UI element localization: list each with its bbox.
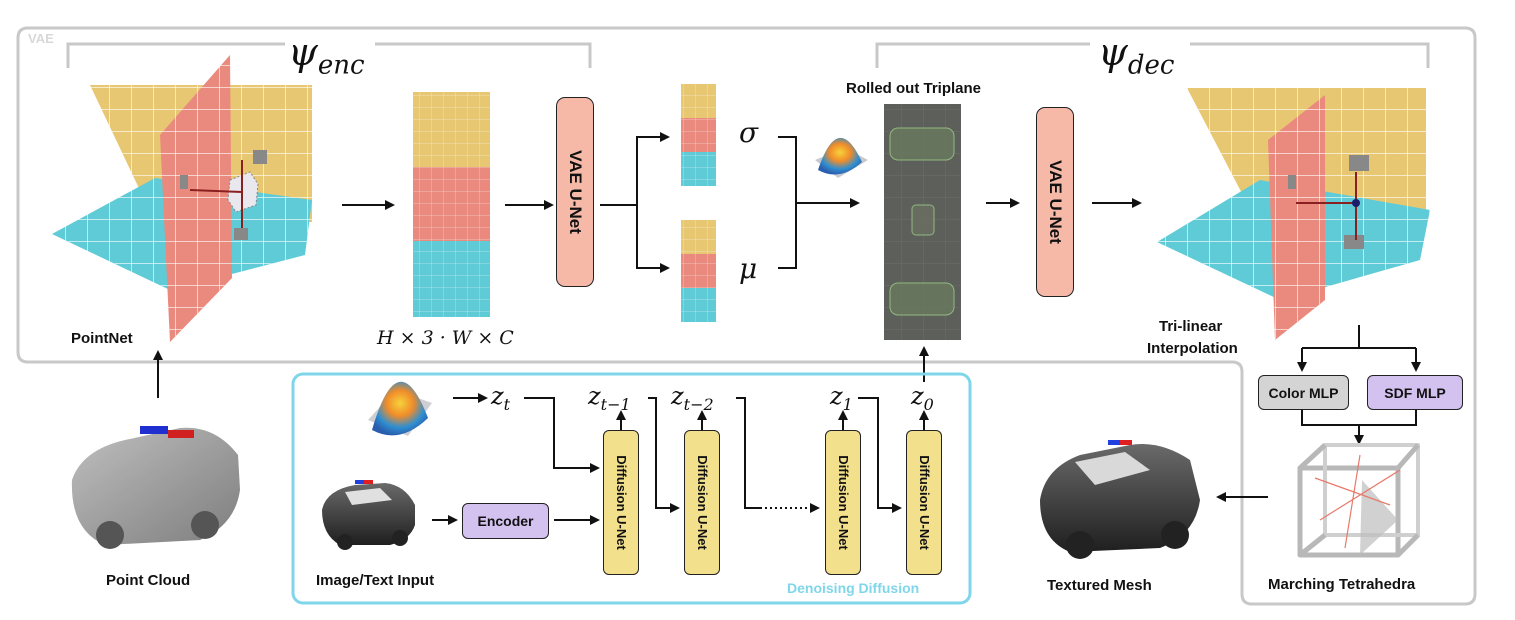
triplane-shape-label: H × 3 · W × C	[377, 327, 514, 349]
image-text-input-label: Image/Text Input	[316, 572, 435, 589]
mu-stack	[681, 220, 716, 322]
diffusion-unet-3: Diffusion U-Net	[825, 430, 861, 575]
vae-unet-decoder: VAE U-Net	[1036, 107, 1074, 297]
marching-tetrahedra-cube	[1297, 443, 1420, 558]
decoder-triplane-figure	[1157, 88, 1430, 340]
vae-section-label: VAE	[28, 31, 54, 46]
dec-bracket	[875, 42, 1430, 68]
enc-bracket	[66, 42, 592, 68]
diffusion-unet-2: Diffusion U-Net	[684, 430, 720, 575]
diffusion-unet-1: Diffusion U-Net	[603, 430, 639, 575]
encoder-box: Encoder	[462, 503, 549, 539]
textured-mesh-car	[1040, 440, 1200, 559]
z-t-minus-1-label: zt−1	[588, 382, 631, 414]
pointnet-label: PointNet	[71, 330, 133, 347]
denoising-diffusion-label: Denoising Diffusion	[787, 580, 920, 596]
stacked-triplane	[413, 92, 490, 317]
point-cloud-car	[71, 426, 240, 549]
textured-mesh-label: Textured Mesh	[1047, 577, 1152, 594]
psi-enc-symbol: ψ	[288, 30, 318, 74]
psi-dec-sub: dec	[1127, 50, 1175, 81]
point-cloud-label: Point Cloud	[106, 572, 191, 589]
psi-enc-sub: enc	[317, 50, 365, 81]
gaussian-icon-top	[815, 137, 868, 178]
psi-dec-symbol: ψ	[1098, 30, 1128, 74]
z-0-label: z0	[911, 382, 934, 414]
rolled-out-triplane-label: Rolled out Triplane	[846, 80, 982, 97]
rolled-triplane-image	[884, 104, 961, 340]
marching-tetrahedra-label: Marching Tetrahedra	[1268, 576, 1416, 593]
trilinear-label-2: Interpolation	[1147, 340, 1238, 357]
vae-unet-encoder: VAE U-Net	[556, 97, 594, 287]
sigma-label: σ	[739, 116, 759, 149]
diffusion-unet-4: Diffusion U-Net	[906, 430, 942, 575]
vae-border	[16, 26, 1477, 606]
sdf-mlp-box: SDF MLP	[1367, 375, 1463, 410]
diffusion-border	[291, 372, 972, 605]
color-mlp-box: Color MLP	[1258, 375, 1349, 410]
psi-enc-label: ψenc	[288, 30, 365, 81]
z-1-label: z1	[830, 382, 853, 414]
sigma-stack	[681, 84, 716, 186]
z-t-label: zt	[491, 382, 511, 414]
encoder-triplane-figure	[52, 55, 312, 342]
z-t-minus-2-label: zt−2	[671, 382, 714, 414]
trilinear-label-1: Tri-linear	[1159, 318, 1223, 335]
input-car-image	[322, 480, 415, 550]
psi-dec-label: ψdec	[1098, 30, 1174, 81]
mu-label: μ	[739, 252, 758, 285]
gaussian-icon-diffusion	[368, 381, 432, 436]
